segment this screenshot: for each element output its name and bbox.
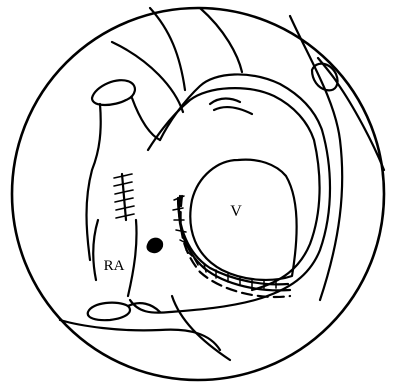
vena-cava-right-wall <box>132 98 160 140</box>
ra-inner-wall-right <box>128 220 137 296</box>
bottom-contour-1 <box>60 320 220 350</box>
top-fold-mark <box>210 99 240 105</box>
outer-circle <box>12 8 384 380</box>
top-fold-mark-2 <box>214 107 252 114</box>
right-band-line-1 <box>200 8 242 72</box>
ventricle-label: V <box>230 203 242 220</box>
bottom-contour-2 <box>172 296 230 360</box>
ra-inner-wall-left <box>93 220 98 280</box>
right-atrium-label: RA <box>104 258 125 274</box>
ventricle-outline <box>190 160 296 280</box>
vena-cava-top <box>92 80 135 105</box>
ivc-opening <box>88 303 130 321</box>
upper-band-line-2 <box>150 8 185 90</box>
atrial-suture-line <box>122 174 126 220</box>
coronary-sinus-mark <box>147 238 162 252</box>
